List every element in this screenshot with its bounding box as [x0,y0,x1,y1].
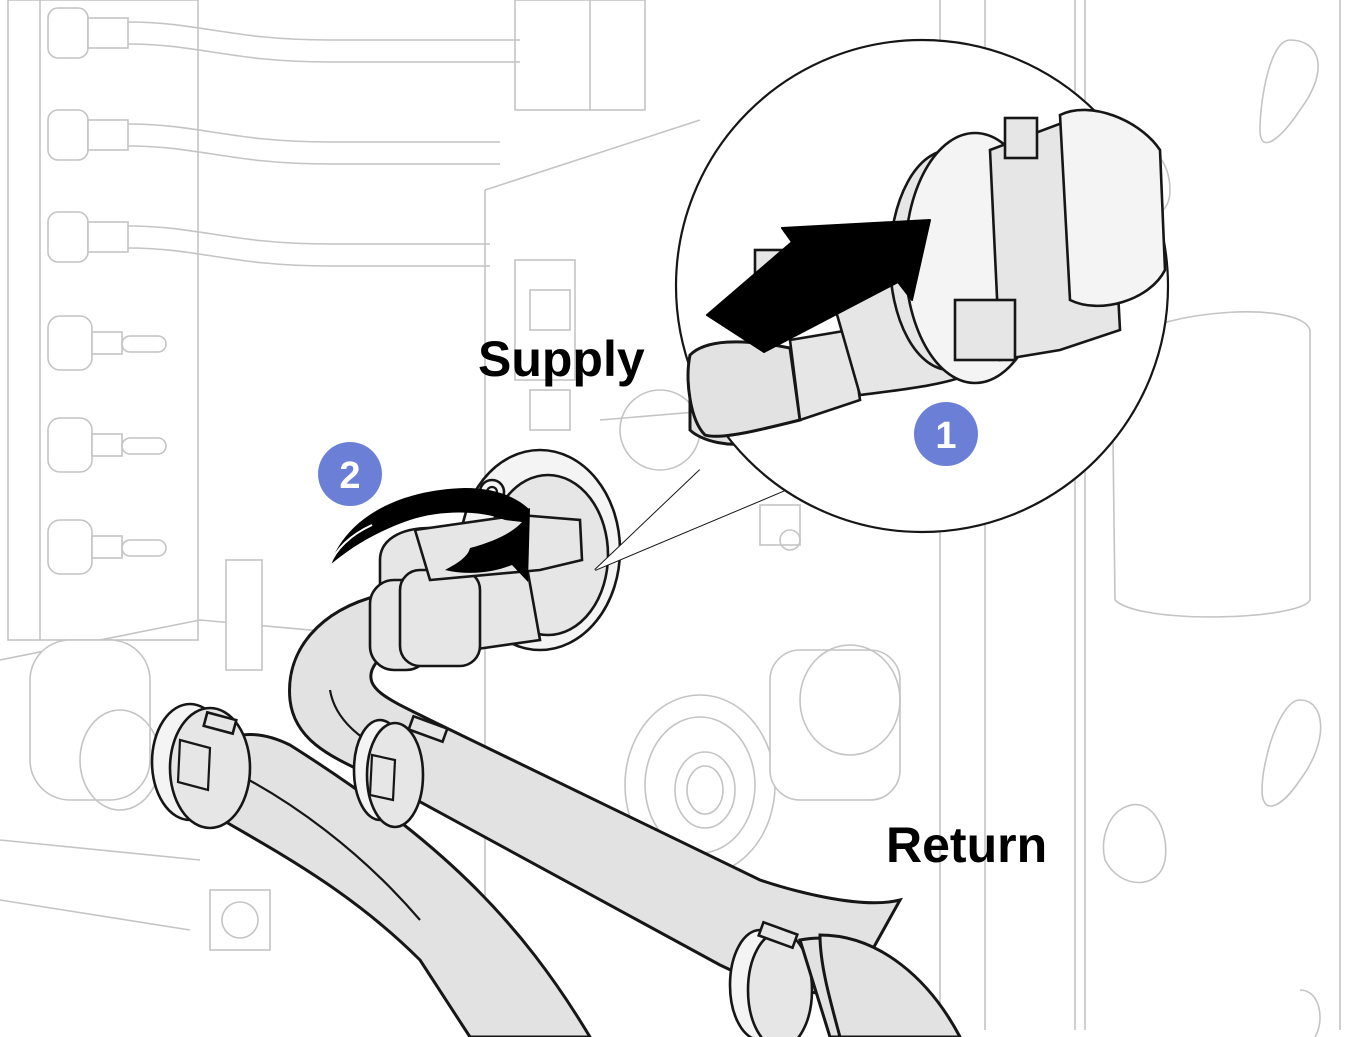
supply-hose-clamp-upper [352,714,449,829]
left-hose-clamp [150,702,252,830]
supply-label: Supply [478,331,645,387]
rotate-arrow [329,488,530,582]
magnifier-callout [594,38,1170,571]
return-port [624,644,901,876]
return-label: Return [886,817,1047,873]
left-hose [173,733,592,1037]
callout-number-1: 1 [935,415,956,457]
callout-badge-2: 2 [318,442,382,506]
callout-number-2: 2 [339,455,360,497]
push-arrow [706,219,931,353]
callout-badge-1: 1 [914,402,978,466]
manifold-connectors-left [47,7,520,575]
